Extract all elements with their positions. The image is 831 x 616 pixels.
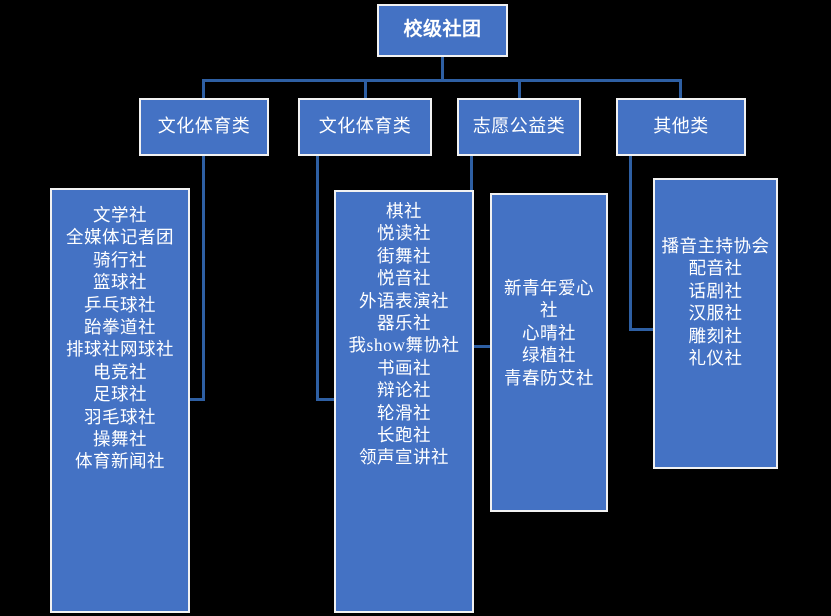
- club-item: 排球社网球社: [66, 339, 174, 360]
- connector-cat1-vertical: [202, 156, 205, 401]
- club-item: 棋社: [386, 201, 422, 221]
- club-item: 播音主持协会: [661, 236, 770, 256]
- category-node-3[interactable]: 志愿公益类: [457, 98, 581, 156]
- club-item: 长跑社: [377, 424, 431, 445]
- club-item: 文学社: [93, 205, 147, 225]
- club-item: 街舞社: [377, 245, 431, 266]
- club-item: 心晴社: [522, 322, 576, 343]
- category-node-1-label: 文化体育类: [157, 116, 251, 137]
- connector-drop-category-2: [364, 79, 367, 99]
- club-item: 辩论社: [377, 380, 431, 401]
- club-item: 话剧社: [688, 280, 743, 301]
- root-node-label: 校级社团: [403, 19, 482, 41]
- connector-drop-category-3: [518, 79, 521, 99]
- connector-cat4-elbow: [629, 328, 655, 331]
- connector-root-stem: [441, 57, 444, 81]
- club-item: 操舞社: [93, 428, 147, 449]
- connector-drop-category-4: [679, 79, 682, 99]
- club-item: 汉服社: [688, 303, 743, 324]
- club-item: 青春防艾社: [504, 367, 594, 388]
- connector-cat3-elbow: [470, 345, 492, 348]
- connector-drop-category-1: [202, 79, 205, 99]
- club-item: 配音社: [688, 258, 743, 279]
- leaf-column-1-list: 文学社全媒体记者团骑行社篮球社乒乓球社跆拳道社排球社网球社电竞社足球社羽毛球社操…: [52, 204, 188, 473]
- category-node-2[interactable]: 文化体育类: [298, 98, 432, 156]
- connector-cat1-elbow: [187, 398, 205, 401]
- leaf-column-2-list: 棋社悦读社街舞社悦音社外语表演社器乐社我show舞协社书画社辩论社轮滑社长跑社领…: [336, 200, 472, 469]
- connector-category-bus: [202, 79, 681, 82]
- club-item: 轮滑社: [377, 402, 431, 423]
- leaf-column-3[interactable]: 新青年爱心社心晴社绿植社青春防艾社: [490, 193, 608, 512]
- category-node-1[interactable]: 文化体育类: [139, 98, 269, 156]
- leaf-column-3-list: 新青年爱心社心晴社绿植社青春防艾社: [492, 277, 606, 389]
- club-item: 绿植社: [522, 345, 576, 366]
- club-item: 新青年爱心社: [504, 278, 594, 321]
- club-item: 悦读社: [377, 223, 431, 244]
- club-item: 羽毛球社: [84, 406, 156, 427]
- connector-cat2-vertical: [316, 156, 319, 401]
- club-item: 悦音社: [377, 268, 431, 289]
- club-item: 我show舞协社: [348, 335, 460, 356]
- club-item: 领声宣讲社: [359, 447, 449, 468]
- club-item: 外语表演社: [359, 290, 449, 311]
- club-item: 篮球社: [93, 272, 147, 293]
- leaf-column-1[interactable]: 文学社全媒体记者团骑行社篮球社乒乓球社跆拳道社排球社网球社电竞社足球社羽毛球社操…: [50, 188, 190, 613]
- category-node-3-label: 志愿公益类: [472, 116, 566, 137]
- club-item: 书画社: [377, 357, 431, 378]
- club-item: 器乐社: [377, 312, 431, 333]
- club-item: 乒乓球社: [84, 294, 156, 315]
- club-item: 礼仪社: [688, 347, 743, 368]
- club-item: 跆拳道社: [84, 316, 156, 337]
- connector-cat4-vertical: [629, 156, 632, 331]
- club-item: 足球社: [93, 384, 147, 405]
- club-item: 雕刻社: [688, 325, 743, 346]
- root-node-school-clubs[interactable]: 校级社团: [377, 4, 508, 57]
- leaf-column-4-list: 播音主持协会配音社话剧社汉服社雕刻社礼仪社: [655, 235, 776, 369]
- club-item: 电竞社: [93, 361, 147, 382]
- leaf-column-4[interactable]: 播音主持协会配音社话剧社汉服社雕刻社礼仪社: [653, 178, 778, 469]
- leaf-column-2[interactable]: 棋社悦读社街舞社悦音社外语表演社器乐社我show舞协社书画社辩论社轮滑社长跑社领…: [334, 190, 474, 613]
- category-node-2-label: 文化体育类: [318, 116, 412, 137]
- club-item: 全媒体记者团: [66, 227, 174, 248]
- club-item: 体育新闻社: [75, 451, 165, 472]
- club-item: 骑行社: [93, 249, 147, 270]
- category-node-4-label: 其他类: [653, 116, 709, 137]
- category-node-4[interactable]: 其他类: [616, 98, 746, 156]
- connector-cat2-elbow: [316, 398, 337, 401]
